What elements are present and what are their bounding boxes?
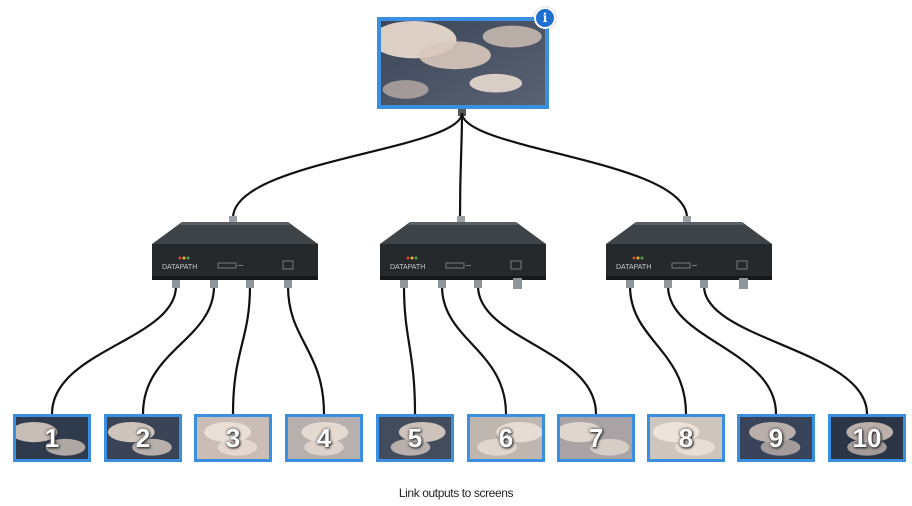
output-cable-9 xyxy=(666,285,778,415)
output-port xyxy=(474,278,482,288)
unused-port xyxy=(739,278,748,289)
screen-number: 10 xyxy=(852,422,882,453)
splitter-device-2[interactable]: DATAPATH xyxy=(378,216,548,284)
screen-number: 2 xyxy=(135,422,151,453)
output-cable-7 xyxy=(476,285,598,415)
source-screen[interactable] xyxy=(377,17,549,109)
output-cable-3 xyxy=(231,285,252,415)
output-port xyxy=(210,278,218,288)
screen-number: 4 xyxy=(316,422,332,453)
output-port xyxy=(400,278,408,288)
input-cable-2 xyxy=(458,112,464,219)
sky-thumbnail xyxy=(831,417,903,459)
screen-number: 1 xyxy=(44,422,60,453)
output-cable-10 xyxy=(702,285,869,415)
sky-thumbnail xyxy=(470,417,542,459)
output-port xyxy=(172,278,180,288)
output-screen-1[interactable]: 1 xyxy=(13,414,91,462)
screen-number: 5 xyxy=(407,422,423,453)
splitter-device-1[interactable]: DATAPATH xyxy=(150,216,320,284)
brand-label: DATAPATH xyxy=(162,264,197,271)
device-body: DATAPATH xyxy=(606,216,772,280)
screen-number: 8 xyxy=(678,422,694,453)
output-cable-8 xyxy=(628,285,688,415)
sky-thumbnail xyxy=(107,417,179,459)
output-screen-3[interactable]: 3 xyxy=(194,414,272,462)
sky-thumbnail xyxy=(381,21,545,105)
sky-thumbnail xyxy=(740,417,812,459)
output-cable-1 xyxy=(50,285,178,415)
output-screen-9[interactable]: 9 xyxy=(737,414,815,462)
brand-label: DATAPATH xyxy=(616,264,651,271)
info-icon[interactable]: i xyxy=(534,7,556,29)
output-port xyxy=(284,278,292,288)
screen-number: 6 xyxy=(498,422,514,453)
sky-thumbnail xyxy=(197,417,269,459)
device-body: DATAPATH xyxy=(152,216,318,280)
screen-number: 9 xyxy=(768,422,784,453)
caption: Link outputs to screens xyxy=(398,486,514,500)
sky-thumbnail xyxy=(379,417,451,459)
input-cable-1 xyxy=(231,112,464,219)
output-screen-7[interactable]: 7 xyxy=(557,414,635,462)
splitter-device-3[interactable]: DATAPATH xyxy=(604,216,774,284)
output-cable-4 xyxy=(286,285,326,415)
sky-thumbnail xyxy=(16,417,88,459)
output-port xyxy=(664,278,672,288)
sky-thumbnail xyxy=(288,417,360,459)
brand-label: DATAPATH xyxy=(390,264,425,271)
screen-number: 7 xyxy=(588,422,604,453)
screen-number: 3 xyxy=(225,422,241,453)
sky-thumbnail xyxy=(650,417,722,459)
output-screen-10[interactable]: 10 xyxy=(828,414,906,462)
output-cable-6 xyxy=(440,285,508,415)
device-body: DATAPATH xyxy=(380,216,546,280)
output-screen-8[interactable]: 8 xyxy=(647,414,725,462)
output-port xyxy=(626,278,634,288)
output-cable-2 xyxy=(141,285,216,415)
source-port xyxy=(458,108,466,116)
output-screen-6[interactable]: 6 xyxy=(467,414,545,462)
output-screen-2[interactable]: 2 xyxy=(104,414,182,462)
output-port xyxy=(438,278,446,288)
unused-port xyxy=(513,278,522,289)
output-screen-4[interactable]: 4 xyxy=(285,414,363,462)
output-cable-5 xyxy=(402,285,417,415)
input-cable-3 xyxy=(460,112,689,219)
output-port xyxy=(246,278,254,288)
output-screen-5[interactable]: 5 xyxy=(376,414,454,462)
sky-thumbnail xyxy=(560,417,632,459)
output-port xyxy=(700,278,708,288)
